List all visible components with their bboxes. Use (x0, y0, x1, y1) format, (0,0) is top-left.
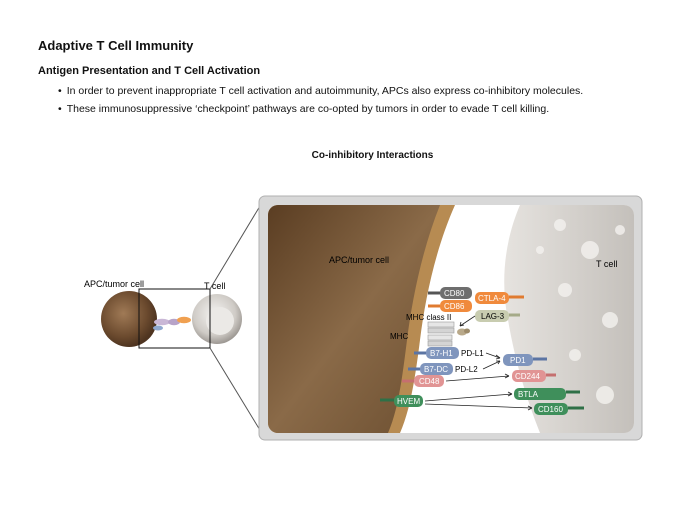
arrow-pdl1-pd1 (485, 352, 501, 359)
cd160-molecule: CD160 (534, 403, 584, 415)
bullet-list: In order to prevent inappropriate T cell… (58, 82, 584, 118)
bullet-item: These immunosuppressive ‘checkpoint’ pat… (58, 100, 583, 118)
b7-dc-label: B7-DC (424, 365, 448, 374)
mhc-label: MHC (390, 332, 408, 341)
btla-label: BTLA (518, 390, 539, 399)
cd80-label: CD80 (444, 289, 465, 298)
zoom-guide-line (209, 195, 267, 290)
overview-apc-label: APC/tumor cell (84, 279, 144, 289)
figure-title: Co-inhibitory Interactions (311, 150, 434, 161)
lag-3-molecule: LAG-3 (475, 310, 520, 322)
hvem-molecule: HVEM (380, 395, 423, 407)
zoom-tcell-label: T cell (596, 259, 617, 269)
bullet-item: In order to prevent inappropriate T cell… (58, 82, 584, 100)
mhc-peptide-cluster (457, 328, 470, 336)
interaction-arrows (424, 315, 533, 411)
cd80-molecule: CD80 (428, 287, 472, 299)
zoom-guide-line (209, 347, 267, 441)
overview-apc-cell (101, 291, 157, 347)
cd86-molecule: CD86 (428, 300, 472, 312)
cd244-label: CD244 (515, 372, 540, 381)
pd-l2-label: PD-L2 (455, 365, 478, 374)
hvem-label: HVEM (397, 397, 420, 406)
cd48-molecule: CD48 (402, 375, 444, 387)
pd1-molecule: PD1 (503, 354, 547, 366)
zoom-apc-label: APC/tumor cell (329, 255, 389, 265)
arrow-cd48-cd244 (445, 375, 510, 382)
overview-tcell (192, 294, 242, 344)
section-subtitle: Antigen Presentation and T Cell Activati… (38, 65, 261, 77)
cd160-label: CD160 (538, 405, 563, 414)
cd244-molecule: CD244 (512, 370, 556, 382)
ctla-4-label: CTLA-4 (478, 294, 506, 303)
btla-molecule: BTLA (514, 388, 580, 400)
cd48-label: CD48 (419, 377, 440, 386)
mhc-molecule: MHC (390, 332, 453, 347)
arrow-pdl2-pd1 (482, 360, 501, 370)
arrow-hvem-btla (424, 393, 513, 402)
mhc-class-ii-label: MHC class II (406, 313, 451, 322)
ctla-4-molecule: CTLA-4 (475, 292, 524, 304)
b7-dc-molecule: B7-DC (408, 363, 453, 375)
pd1-label: PD1 (510, 356, 526, 365)
overview-tcell-label: T cell (204, 281, 225, 291)
overview-molecules (153, 316, 191, 331)
pd-l1-label: PD-L1 (461, 349, 484, 358)
b7-h1-molecule: B7-H1 (414, 347, 459, 359)
zoom-apc-body (268, 205, 440, 433)
page-title: Adaptive T Cell Immunity (38, 38, 194, 53)
mhc-class-ii-molecule: MHC class II (406, 313, 455, 334)
lag-3-label: LAG-3 (481, 312, 505, 321)
b7-h1-label: B7-H1 (430, 349, 453, 358)
arrow-hvem-cd160 (424, 403, 533, 409)
zoom-selection-box (138, 288, 211, 349)
cd86-label: CD86 (444, 302, 465, 311)
arrow-lag3-mhc (459, 315, 476, 327)
